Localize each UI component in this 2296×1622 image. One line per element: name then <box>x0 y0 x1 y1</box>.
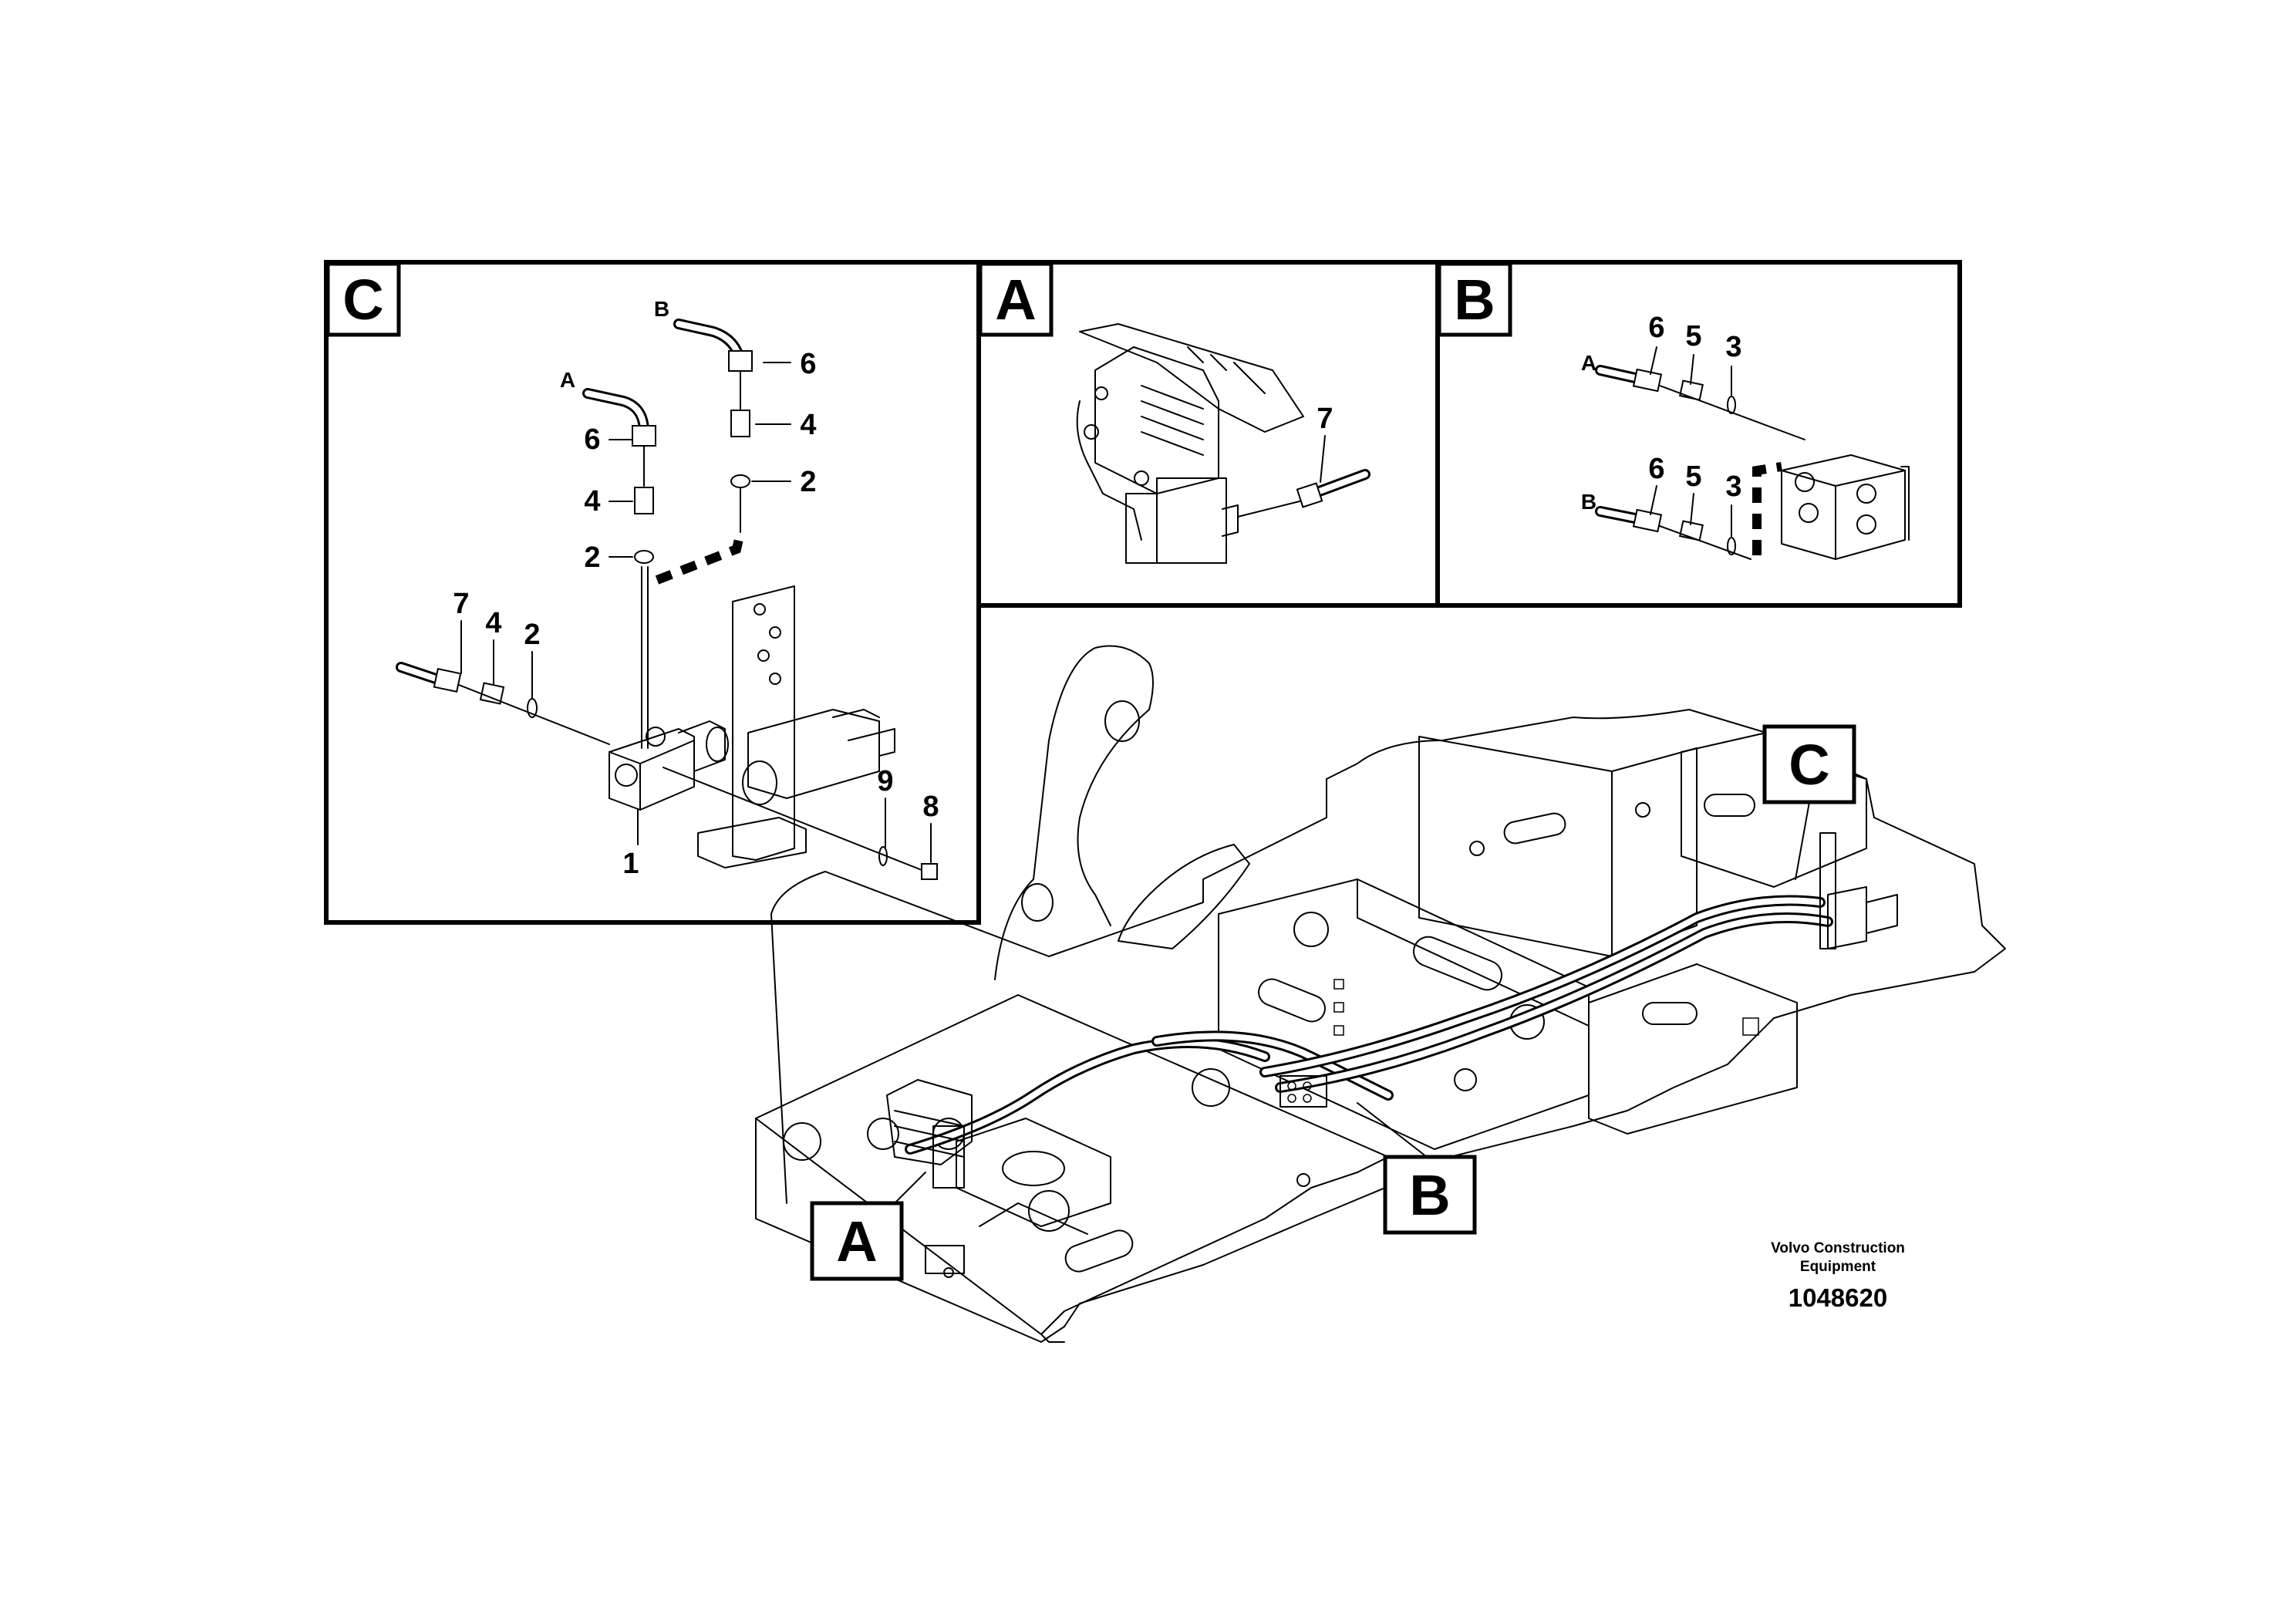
view-c-label-6: 6 <box>584 423 600 456</box>
view-b-label-6-a: 6 <box>1648 312 1664 344</box>
detail-view-a: A 7 <box>976 260 1440 608</box>
view-c-label-b: B <box>654 297 669 321</box>
main-callout-c: C <box>1762 724 1856 804</box>
leader-b <box>1357 1102 1428 1158</box>
callout-c-letter: C <box>1789 733 1829 797</box>
view-c-label-1: 1 <box>622 848 639 880</box>
view-b-label-3-a: 3 <box>1725 331 1741 363</box>
view-c-frame <box>324 260 981 925</box>
view-c-label-6-top: 6 <box>800 348 816 380</box>
view-b-label-b: B <box>1581 490 1596 514</box>
view-c-label-9: 9 <box>877 765 893 798</box>
view-c-label-2-right: 2 <box>800 466 816 498</box>
view-c-label-2: 2 <box>524 619 540 651</box>
company-name-line2: Equipment <box>1800 1259 1876 1275</box>
detail-view-b: B 6 5 3 A 6 5 3 B <box>1435 260 1962 608</box>
drawing-number: 1048620 <box>1789 1283 1887 1312</box>
callout-b-letter: B <box>1409 1163 1450 1227</box>
view-c-letter: C <box>342 268 383 332</box>
view-b-label-5-b: 5 <box>1685 460 1701 493</box>
view-c-label-4: 4 <box>485 607 501 639</box>
callout-c-box <box>1762 724 1856 804</box>
view-c-label-4-left: 4 <box>584 485 600 518</box>
view-c-label-2-left: 2 <box>584 541 600 574</box>
leader-c <box>1795 801 1810 880</box>
view-b-label-6-b: 6 <box>1648 453 1664 485</box>
view-b-letter: B <box>1454 268 1495 332</box>
frame-assembly-drawing <box>755 645 2006 1343</box>
view-c-tag <box>325 261 401 337</box>
view-c-label-4-right: 4 <box>800 409 816 441</box>
view-c-label-7: 7 <box>453 588 469 620</box>
company-name-line1: Volvo Construction <box>1771 1240 1905 1256</box>
view-b-frame <box>1435 260 1962 608</box>
view-b-label-5-a: 5 <box>1685 320 1701 352</box>
view-b-tag <box>1437 261 1512 337</box>
main-callout-a: A <box>810 1201 904 1281</box>
view-b-label-a: A <box>1581 351 1596 375</box>
callout-a-box <box>810 1201 904 1281</box>
view-a-label-7: 7 <box>1317 403 1333 435</box>
callout-b-box <box>1383 1155 1477 1235</box>
view-b-label-3-b: 3 <box>1725 470 1741 503</box>
detail-view-c: C <box>324 260 981 925</box>
view-a-tag <box>978 261 1054 337</box>
callout-a-letter: A <box>836 1209 877 1273</box>
main-callout-b: B <box>1383 1155 1477 1235</box>
view-c-label-a: A <box>560 368 575 392</box>
view-a-letter: A <box>995 268 1036 332</box>
view-c-label-8: 8 <box>922 791 939 823</box>
